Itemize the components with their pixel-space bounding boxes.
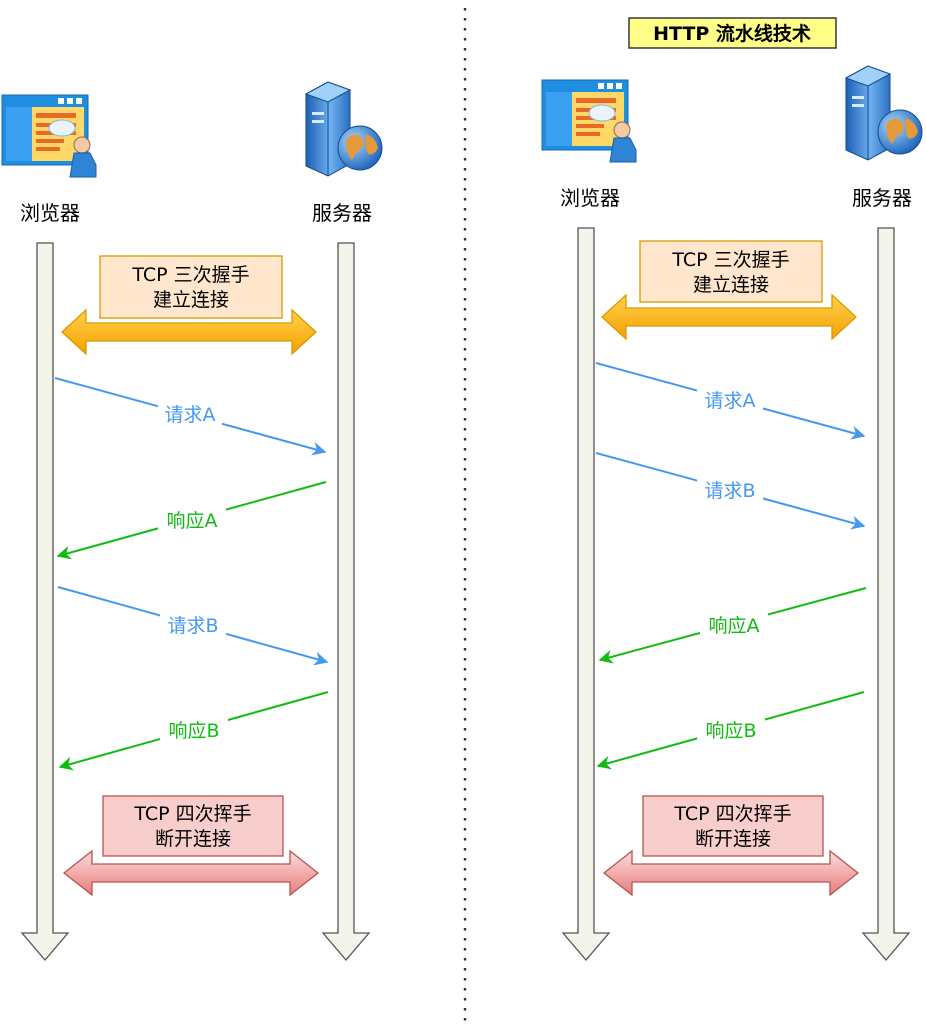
response-b-label: 响应B	[705, 720, 756, 742]
server-lifeline	[321, 242, 371, 962]
handshake-line-2: 建立连接	[153, 289, 229, 311]
close-line-1: TCP 四次挥手	[673, 803, 791, 825]
title-box: HTTP 流水线技术	[628, 17, 837, 49]
browser-lifeline	[561, 227, 611, 962]
close-line-1: TCP 四次挥手	[133, 803, 251, 825]
close-double-arrow	[602, 849, 860, 897]
handshake-line-1: TCP 三次握手	[131, 264, 249, 286]
browser-lifeline	[20, 242, 70, 962]
server-label: 服务器	[312, 201, 372, 225]
request-a-label: 请求A	[165, 404, 216, 426]
server-globe-icon	[305, 81, 383, 177]
request-b-label: 请求B	[167, 615, 218, 637]
browser-window-icon	[541, 79, 637, 163]
request-a-label: 请求A	[705, 390, 756, 412]
close-box: TCP 四次挥手 断开连接	[642, 795, 824, 857]
handshake-line-2: 建立连接	[693, 274, 769, 296]
close-line-2: 断开连接	[695, 828, 771, 850]
close-box: TCP 四次挥手 断开连接	[102, 795, 284, 857]
request-b-label: 请求B	[704, 480, 755, 502]
handshake-box: TCP 三次握手 建立连接	[639, 240, 823, 303]
server-lifeline	[861, 227, 911, 962]
handshake-double-arrow	[601, 293, 857, 341]
browser-label: 浏览器	[20, 201, 80, 225]
response-a-label: 响应A	[709, 615, 760, 637]
close-line-2: 断开连接	[155, 828, 231, 850]
response-a-label: 响应A	[167, 510, 218, 532]
server-globe-icon	[845, 65, 923, 161]
right-diagram: 浏览器 服务器 TCP 三次握手 建立连接 请求A 请求B 响应A 响应B TC…	[541, 65, 923, 962]
server-label: 服务器	[852, 186, 912, 210]
browser-label: 浏览器	[560, 186, 620, 210]
diagram-title: HTTP 流水线技术	[653, 22, 811, 45]
left-diagram: 浏览器 服务器 TCP 三次握手 建立连接 请求A 响应A 请求B 响应B TC…	[1, 81, 383, 962]
response-b-label: 响应B	[168, 720, 219, 742]
handshake-box: TCP 三次握手 建立连接	[99, 255, 283, 319]
browser-window-icon	[1, 94, 97, 178]
handshake-double-arrow	[61, 308, 317, 356]
handshake-line-1: TCP 三次握手	[671, 249, 789, 271]
close-double-arrow	[62, 849, 320, 897]
